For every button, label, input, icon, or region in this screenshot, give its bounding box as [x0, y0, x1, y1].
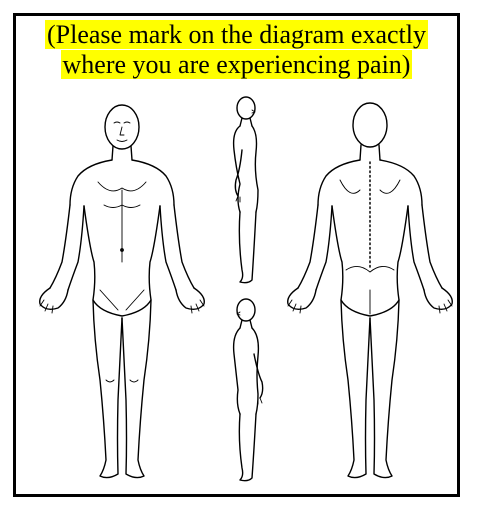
- side-body-figure-top[interactable]: [234, 97, 258, 283]
- back-body-figure[interactable]: [288, 103, 453, 478]
- side-body-figure-bottom[interactable]: [234, 299, 263, 481]
- front-body-figure[interactable]: [40, 105, 205, 478]
